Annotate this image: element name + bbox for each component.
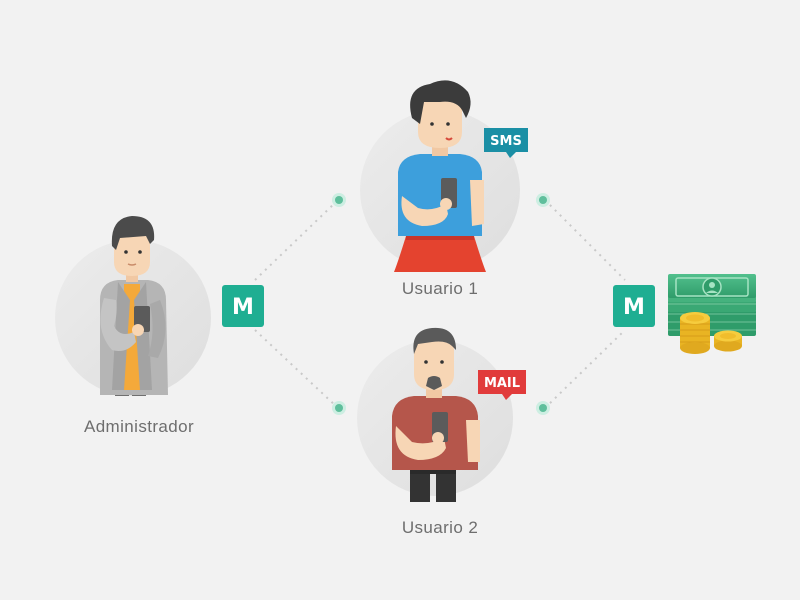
sms-badge-label: SMS [490, 134, 522, 149]
connector-lines [254, 199, 626, 409]
mail-badge: MAIL [478, 370, 526, 400]
mail-badge-label: MAIL [484, 376, 520, 391]
line-admin-to-user1 [254, 199, 339, 281]
money-icon [668, 274, 756, 354]
sms-badge: SMS [484, 128, 528, 158]
node-dots [332, 193, 550, 415]
line-user1-to-money [544, 199, 626, 281]
admin-label: Administrador [83, 417, 195, 436]
m-badge-right: M [613, 285, 655, 327]
line-user2-to-money [544, 329, 626, 409]
m-badge-left: M [222, 285, 264, 327]
admin-figure-icon [100, 216, 168, 396]
m-badge-icon [613, 285, 655, 327]
user1-figure-icon [394, 80, 486, 272]
coins-icon [680, 312, 742, 354]
m-badge-icon [222, 285, 264, 327]
user2-node: MAIL [357, 327, 526, 502]
line-admin-to-user2 [254, 329, 339, 409]
m-badge-left-letter: M [232, 295, 254, 320]
user1-label: Usuario 1 [401, 279, 479, 298]
admin-node [55, 216, 211, 396]
user2-label: Usuario 2 [401, 518, 479, 537]
user1-node: SMS [360, 80, 528, 272]
user2-figure-icon [392, 327, 480, 502]
m-badge-right-letter: M [623, 295, 645, 320]
